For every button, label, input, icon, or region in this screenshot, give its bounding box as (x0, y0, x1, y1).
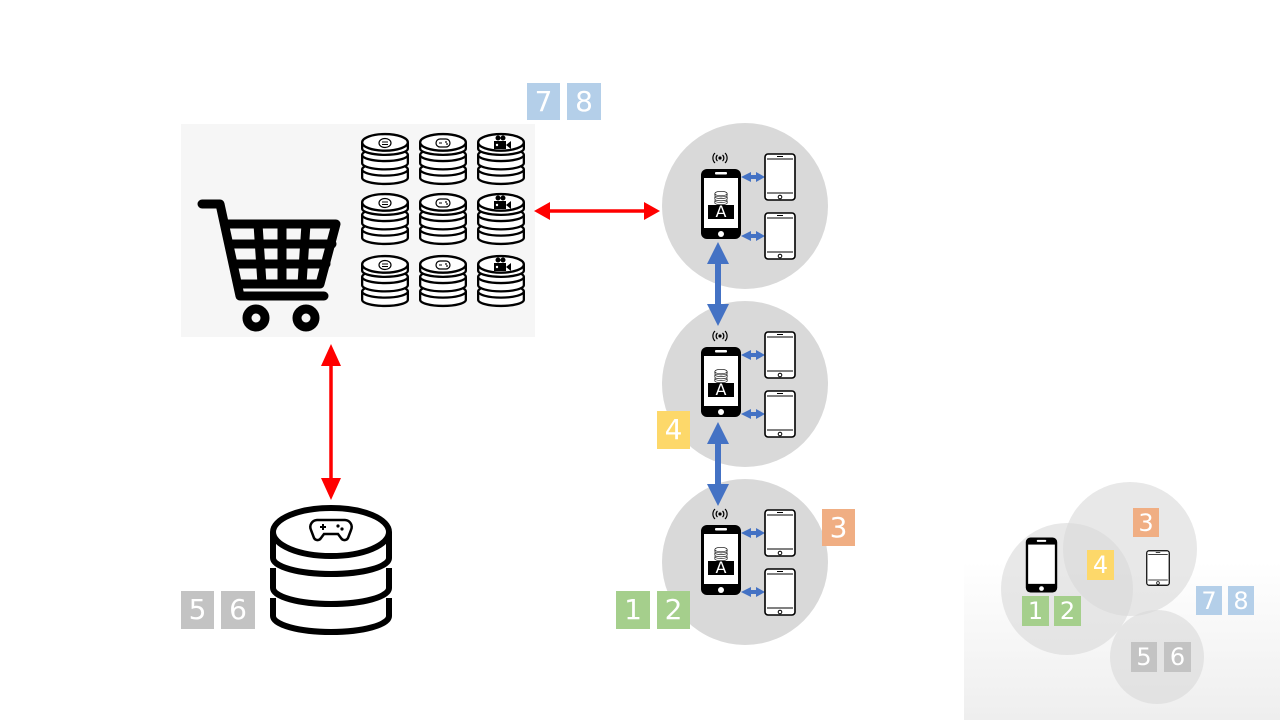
shopping-cart-icon (197, 199, 341, 332)
store-panel (181, 124, 535, 337)
blue-arrow-top-to-middle (707, 242, 729, 326)
badge-6: 6 (221, 591, 255, 629)
database-video-icon (475, 254, 527, 308)
phone-label-box (708, 561, 734, 575)
phone-label: A (715, 558, 727, 577)
game-database-icon (270, 505, 392, 635)
tablet-icon (764, 212, 796, 260)
badge-3: 3 (822, 509, 855, 546)
badge-1: 1 (616, 591, 650, 629)
database-chat-icon (359, 254, 411, 308)
tablet-icon (764, 509, 796, 557)
legend-smartphone-icon (1025, 536, 1058, 594)
legend-badge-4: 4 (1087, 550, 1114, 580)
phone-label-box (708, 383, 734, 397)
legend-badge-1: 1 (1022, 596, 1049, 626)
database-chat-icon (359, 192, 411, 246)
database-game-icon (417, 132, 469, 186)
phone-label: A (715, 202, 727, 221)
node-circle-top (662, 123, 828, 289)
tablet-icon (764, 390, 796, 438)
tablet-icon (764, 331, 796, 379)
legend-badge-7: 7 (1196, 586, 1222, 615)
legend-badge-8: 8 (1228, 586, 1254, 615)
red-arrow-store-to-node (534, 202, 660, 220)
database-game-icon (417, 254, 469, 308)
broadcast-icon (708, 150, 732, 166)
database-video-icon (475, 132, 527, 186)
legend-badge-2: 2 (1054, 596, 1081, 626)
blue-arrow-middle-to-bottom (707, 422, 729, 506)
device-links (741, 172, 765, 597)
phone-label-box (708, 205, 734, 219)
broadcast-icon (708, 328, 732, 344)
tablet-icon (764, 153, 796, 201)
broadcast-icon (708, 506, 732, 522)
badge-5: 5 (181, 591, 214, 629)
red-arrow-store-to-database (321, 344, 341, 500)
phone-label: A (715, 380, 727, 399)
database-chat-icon (359, 132, 411, 186)
badge-8: 8 (567, 83, 601, 120)
badge-7: 7 (527, 83, 560, 120)
legend-badge-5: 5 (1131, 642, 1157, 672)
badge-2: 2 (657, 591, 690, 629)
legend-tablet-icon (1146, 549, 1170, 587)
badge-4: 4 (657, 411, 690, 449)
node-circles (662, 123, 828, 645)
legend-badge-3: 3 (1133, 508, 1159, 537)
tablet-icon (764, 568, 796, 616)
gamepad-icon (309, 518, 353, 542)
database-game-icon (417, 192, 469, 246)
database-video-icon (475, 192, 527, 246)
legend-badge-6: 6 (1164, 642, 1191, 672)
